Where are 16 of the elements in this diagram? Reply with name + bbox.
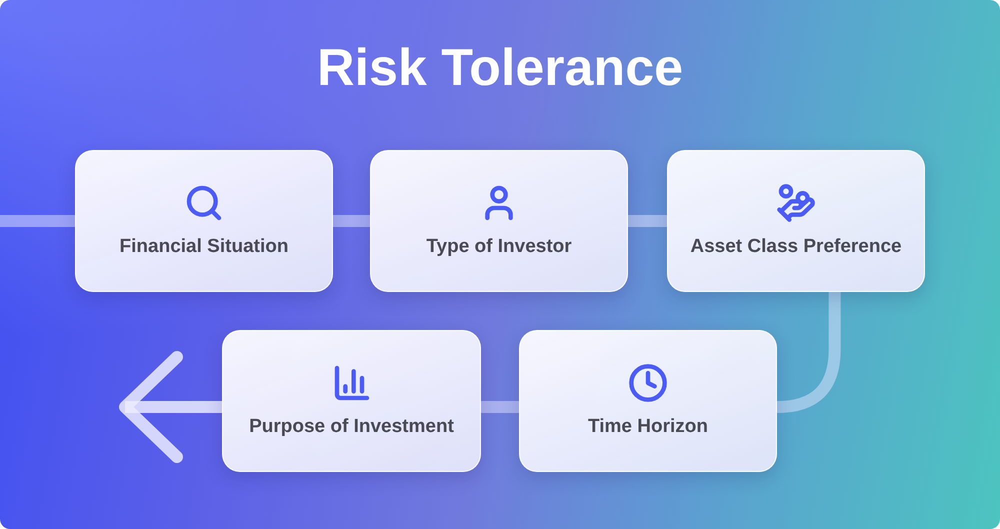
connector-line (0, 215, 75, 227)
arrow (119, 351, 222, 463)
step-label: Purpose of Investment (249, 414, 454, 439)
step-card (667, 150, 925, 292)
step-label: Financial Situation (120, 234, 288, 259)
connector-line (481, 401, 519, 413)
step-label: Time Horizon (588, 414, 708, 439)
step-card (370, 150, 628, 292)
step-card (222, 330, 481, 472)
step-label: Asset Class Preference (690, 234, 902, 259)
step-card (75, 150, 333, 292)
step-card (519, 330, 777, 472)
connector-line (628, 215, 667, 227)
step-label: Type of Investor (426, 234, 572, 259)
connector-line (333, 215, 370, 227)
title: Risk Tolerance (316, 38, 684, 98)
